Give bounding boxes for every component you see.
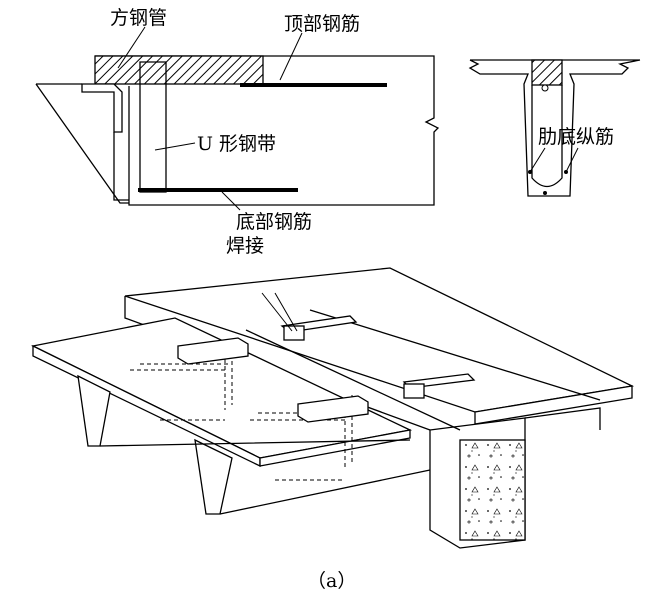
figure-caption: （a） <box>307 570 356 592</box>
isometric-view <box>30 267 635 549</box>
square-tube-hatch <box>94 55 264 85</box>
section-detail <box>35 26 440 211</box>
rib-section <box>468 59 641 197</box>
label-square-tube: 方钢管 <box>110 7 167 29</box>
label-u-strap: U 形钢带 <box>197 133 276 155</box>
beam-concrete-face <box>459 439 526 541</box>
label-bottom-rebar: 底部钢筋 <box>236 211 312 233</box>
label-rib-rebar: 肋底纵筋 <box>538 126 614 148</box>
label-top-rebar: 顶部钢筋 <box>284 13 360 35</box>
label-weld: 焊接 <box>226 235 264 257</box>
